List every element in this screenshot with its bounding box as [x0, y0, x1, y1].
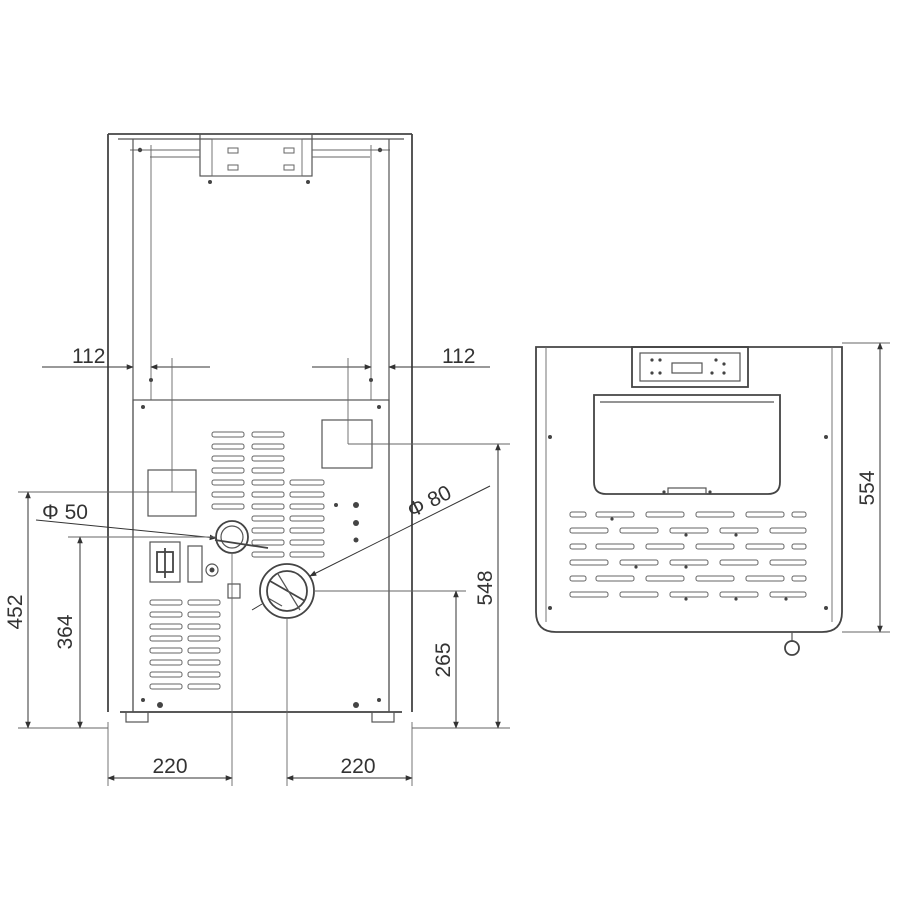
dim-left-offset: 112 [42, 345, 210, 493]
bracket-slot [227, 147, 239, 154]
adjuster-knob-icon [784, 632, 800, 656]
foot [125, 711, 149, 723]
vent-slots-lower [149, 599, 221, 690]
foot [371, 711, 395, 723]
dim-width-left: 220 [107, 553, 233, 786]
display-screen [671, 362, 703, 374]
front-view: 554 [535, 342, 890, 656]
dim-height-total: 452 [4, 491, 133, 729]
dim-label: Φ 50 [42, 501, 88, 524]
dim-label: 265 [432, 642, 455, 677]
dim-label: 112 [442, 345, 475, 368]
dim-height-small-flue: 364 [54, 536, 216, 729]
dim-label: 364 [54, 614, 77, 649]
control-panel [631, 346, 749, 388]
door-handle [667, 487, 707, 495]
vent-slots-upper [211, 431, 325, 558]
dim-label: 112 [72, 345, 105, 368]
top-cap [108, 133, 412, 184]
dim-height-large-flue: 265 [314, 590, 510, 729]
dim-label: 554 [856, 470, 879, 505]
rear-panel [120, 399, 402, 723]
power-socket-icon [149, 541, 181, 583]
large-flue-outlet [259, 563, 315, 619]
bracket-slot [283, 164, 295, 171]
sensor-box [227, 583, 241, 599]
dim-right-offset: 112 [312, 345, 510, 445]
door-window [593, 394, 781, 495]
rear-view: 112 112 Φ 50 Φ 80 452 [4, 133, 510, 786]
bracket-slot [283, 147, 295, 154]
front-panel-outline [535, 346, 843, 633]
dim-height-right: 548 [474, 443, 501, 729]
dim-small-flue-diameter: Φ 50 [35, 501, 217, 541]
dim-label: 452 [4, 594, 27, 629]
small-flue-outlet [214, 520, 269, 554]
dim-label: 220 [152, 755, 187, 778]
pressure-port-icon [205, 563, 219, 577]
bracket-slot [227, 164, 239, 171]
dim-label: 548 [474, 570, 497, 605]
dim-front-height: 554 [842, 342, 890, 633]
front-vent-slots [569, 511, 807, 601]
dim-label: 220 [340, 755, 375, 778]
fuse-holder [187, 545, 203, 583]
dim-width-right: 220 [286, 618, 413, 786]
